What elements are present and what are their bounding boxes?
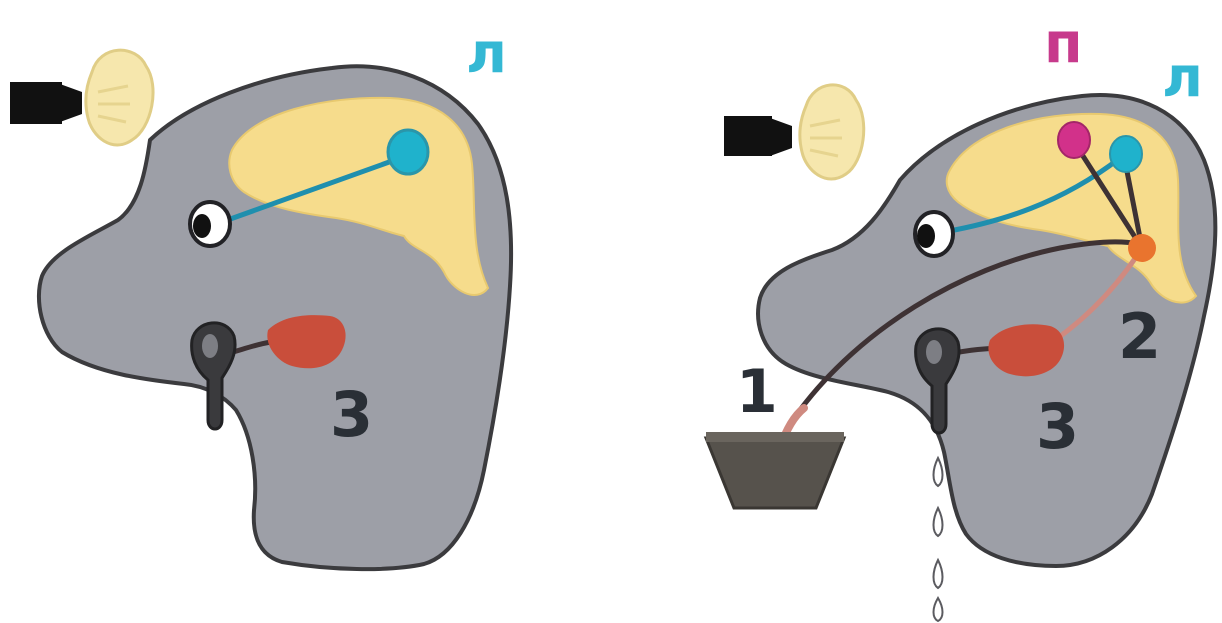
visual-center: [388, 130, 428, 174]
label-l: л: [466, 21, 507, 86]
number-2: 2: [1118, 300, 1161, 373]
eye-icon: [915, 212, 953, 256]
food-center: [1058, 122, 1090, 158]
number-3: 3: [1036, 390, 1079, 463]
food-bowl-icon: [706, 432, 844, 508]
lamp-body: [10, 82, 62, 124]
lamp-icon: [724, 85, 864, 179]
lamp-body: [724, 116, 772, 156]
lamp-icon: [10, 50, 153, 145]
salivary-center: [1128, 234, 1156, 262]
right-panel: п л 1 2 3: [706, 11, 1215, 621]
label-p: п: [1044, 11, 1083, 76]
visual-center: [1110, 136, 1142, 172]
lamp-light: [86, 50, 153, 145]
label-l: л: [1162, 45, 1203, 110]
lamp-light: [800, 85, 864, 179]
number-3: 3: [330, 378, 373, 451]
eye-icon: [190, 202, 230, 246]
saliva-drops-icon: [934, 458, 943, 621]
number-1: 1: [736, 357, 778, 427]
left-panel: л 3: [10, 21, 511, 569]
